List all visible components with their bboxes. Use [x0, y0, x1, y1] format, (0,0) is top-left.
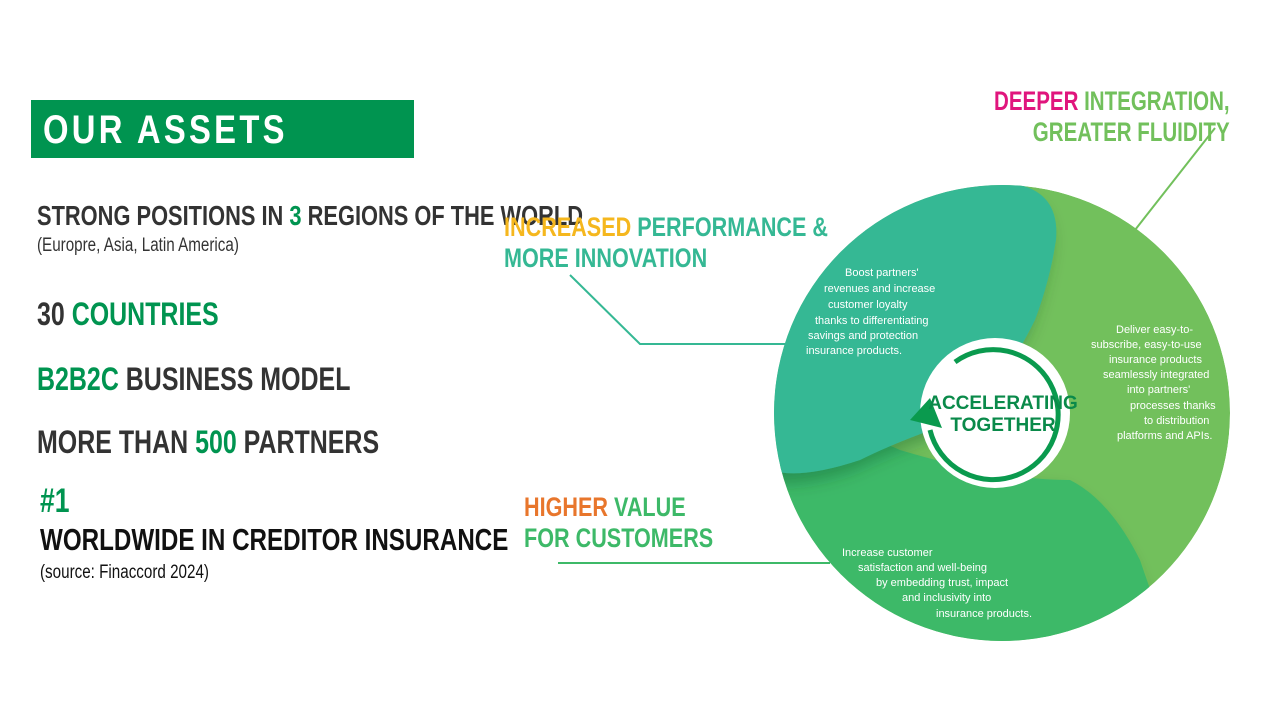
asset-partners: MORE THAN 500 PARTNERS: [37, 424, 476, 461]
asset-model: B2B2C BUSINESS MODEL: [37, 361, 439, 398]
connector-performance: [569, 274, 790, 345]
asset-countries: 30 COUNTRIES: [37, 296, 270, 333]
asset-rank-text: WORLDWIDE IN CREDITOR INSURANCE: [40, 522, 509, 557]
svg-text:savings and protection: savings and protection: [808, 330, 918, 342]
asset-model-highlight: B2B2C: [37, 361, 119, 397]
svg-text:Deliver easy-to-: Deliver easy-to-: [1116, 324, 1193, 336]
cycle-arrow: [927, 347, 1061, 483]
asset-model-rest: BUSINESS MODEL: [118, 361, 351, 397]
svg-text:by embedding trust, impact: by embedding trust, impact: [876, 577, 1008, 589]
asset-partners-num: 500: [195, 424, 237, 460]
segment-performance-text: Boost partners' revenues and increase cu…: [806, 267, 935, 357]
svg-text:thanks to differentiating: thanks to differentiating: [815, 315, 929, 327]
segment-integration-text: Deliver easy-to- subscribe, easy-to-use …: [1091, 324, 1216, 442]
asset-regions-num: 3: [289, 200, 302, 231]
title-banner: OUR ASSETS: [31, 100, 414, 158]
asset-rank: #1: [40, 482, 70, 520]
heading-value: HIGHER VALUE FOR CUSTOMERS: [524, 492, 714, 553]
asset-regions-sub: (Europre, Asia, Latin America): [37, 235, 239, 256]
svg-text:insurance products.: insurance products.: [936, 608, 1032, 620]
asset-partners-pre: MORE THAN: [37, 424, 196, 460]
page-title: OUR ASSETS: [43, 108, 288, 152]
svg-text:processes thanks: processes thanks: [1130, 400, 1216, 412]
segment-value-text: Increase customer satisfaction and well-…: [842, 547, 1032, 620]
svg-text:and inclusivity into: and inclusivity into: [902, 592, 991, 604]
center-label-1: ACCELERATING: [928, 393, 1078, 414]
asset-rank-source: (source: Finaccord 2024): [40, 562, 209, 583]
asset-countries-word: COUNTRIES: [71, 296, 219, 332]
asset-partners-post: PARTNERS: [236, 424, 380, 460]
svg-text:revenues and increase: revenues and increase: [824, 283, 935, 295]
svg-text:subscribe, easy-to-use: subscribe, easy-to-use: [1091, 339, 1202, 351]
heading-performance: INCREASED PERFORMANCE & MORE INNOVATION: [504, 212, 829, 273]
svg-text:satisfaction and well-being: satisfaction and well-being: [858, 562, 987, 574]
asset-regions-pre: STRONG POSITIONS IN: [37, 200, 290, 231]
asset-countries-num: 30: [37, 296, 72, 332]
svg-text:customer loyalty: customer loyalty: [828, 299, 908, 311]
svg-text:platforms and APIs.: platforms and APIs.: [1117, 430, 1212, 442]
center-label-2: TOGETHER: [950, 415, 1055, 436]
svg-text:to distribution: to distribution: [1144, 415, 1209, 427]
svg-text:into partners': into partners': [1127, 384, 1190, 396]
svg-text:Boost partners': Boost partners': [845, 267, 919, 279]
cycle-arrowhead: [910, 398, 942, 428]
asset-regions-post: REGIONS OF THE WORLD: [301, 200, 584, 231]
center-disc: [920, 338, 1070, 488]
svg-text:Increase customer: Increase customer: [842, 547, 933, 559]
svg-text:insurance products.: insurance products.: [806, 345, 902, 357]
asset-regions: STRONG POSITIONS IN 3 REGIONS OF THE WOR…: [37, 200, 737, 232]
svg-text:insurance products: insurance products: [1109, 354, 1202, 366]
heading-integration: DEEPER INTEGRATION, GREATER FLUIDITY: [994, 86, 1230, 147]
connector-integration: [1134, 127, 1216, 231]
svg-text:seamlessly integrated: seamlessly integrated: [1103, 369, 1209, 381]
